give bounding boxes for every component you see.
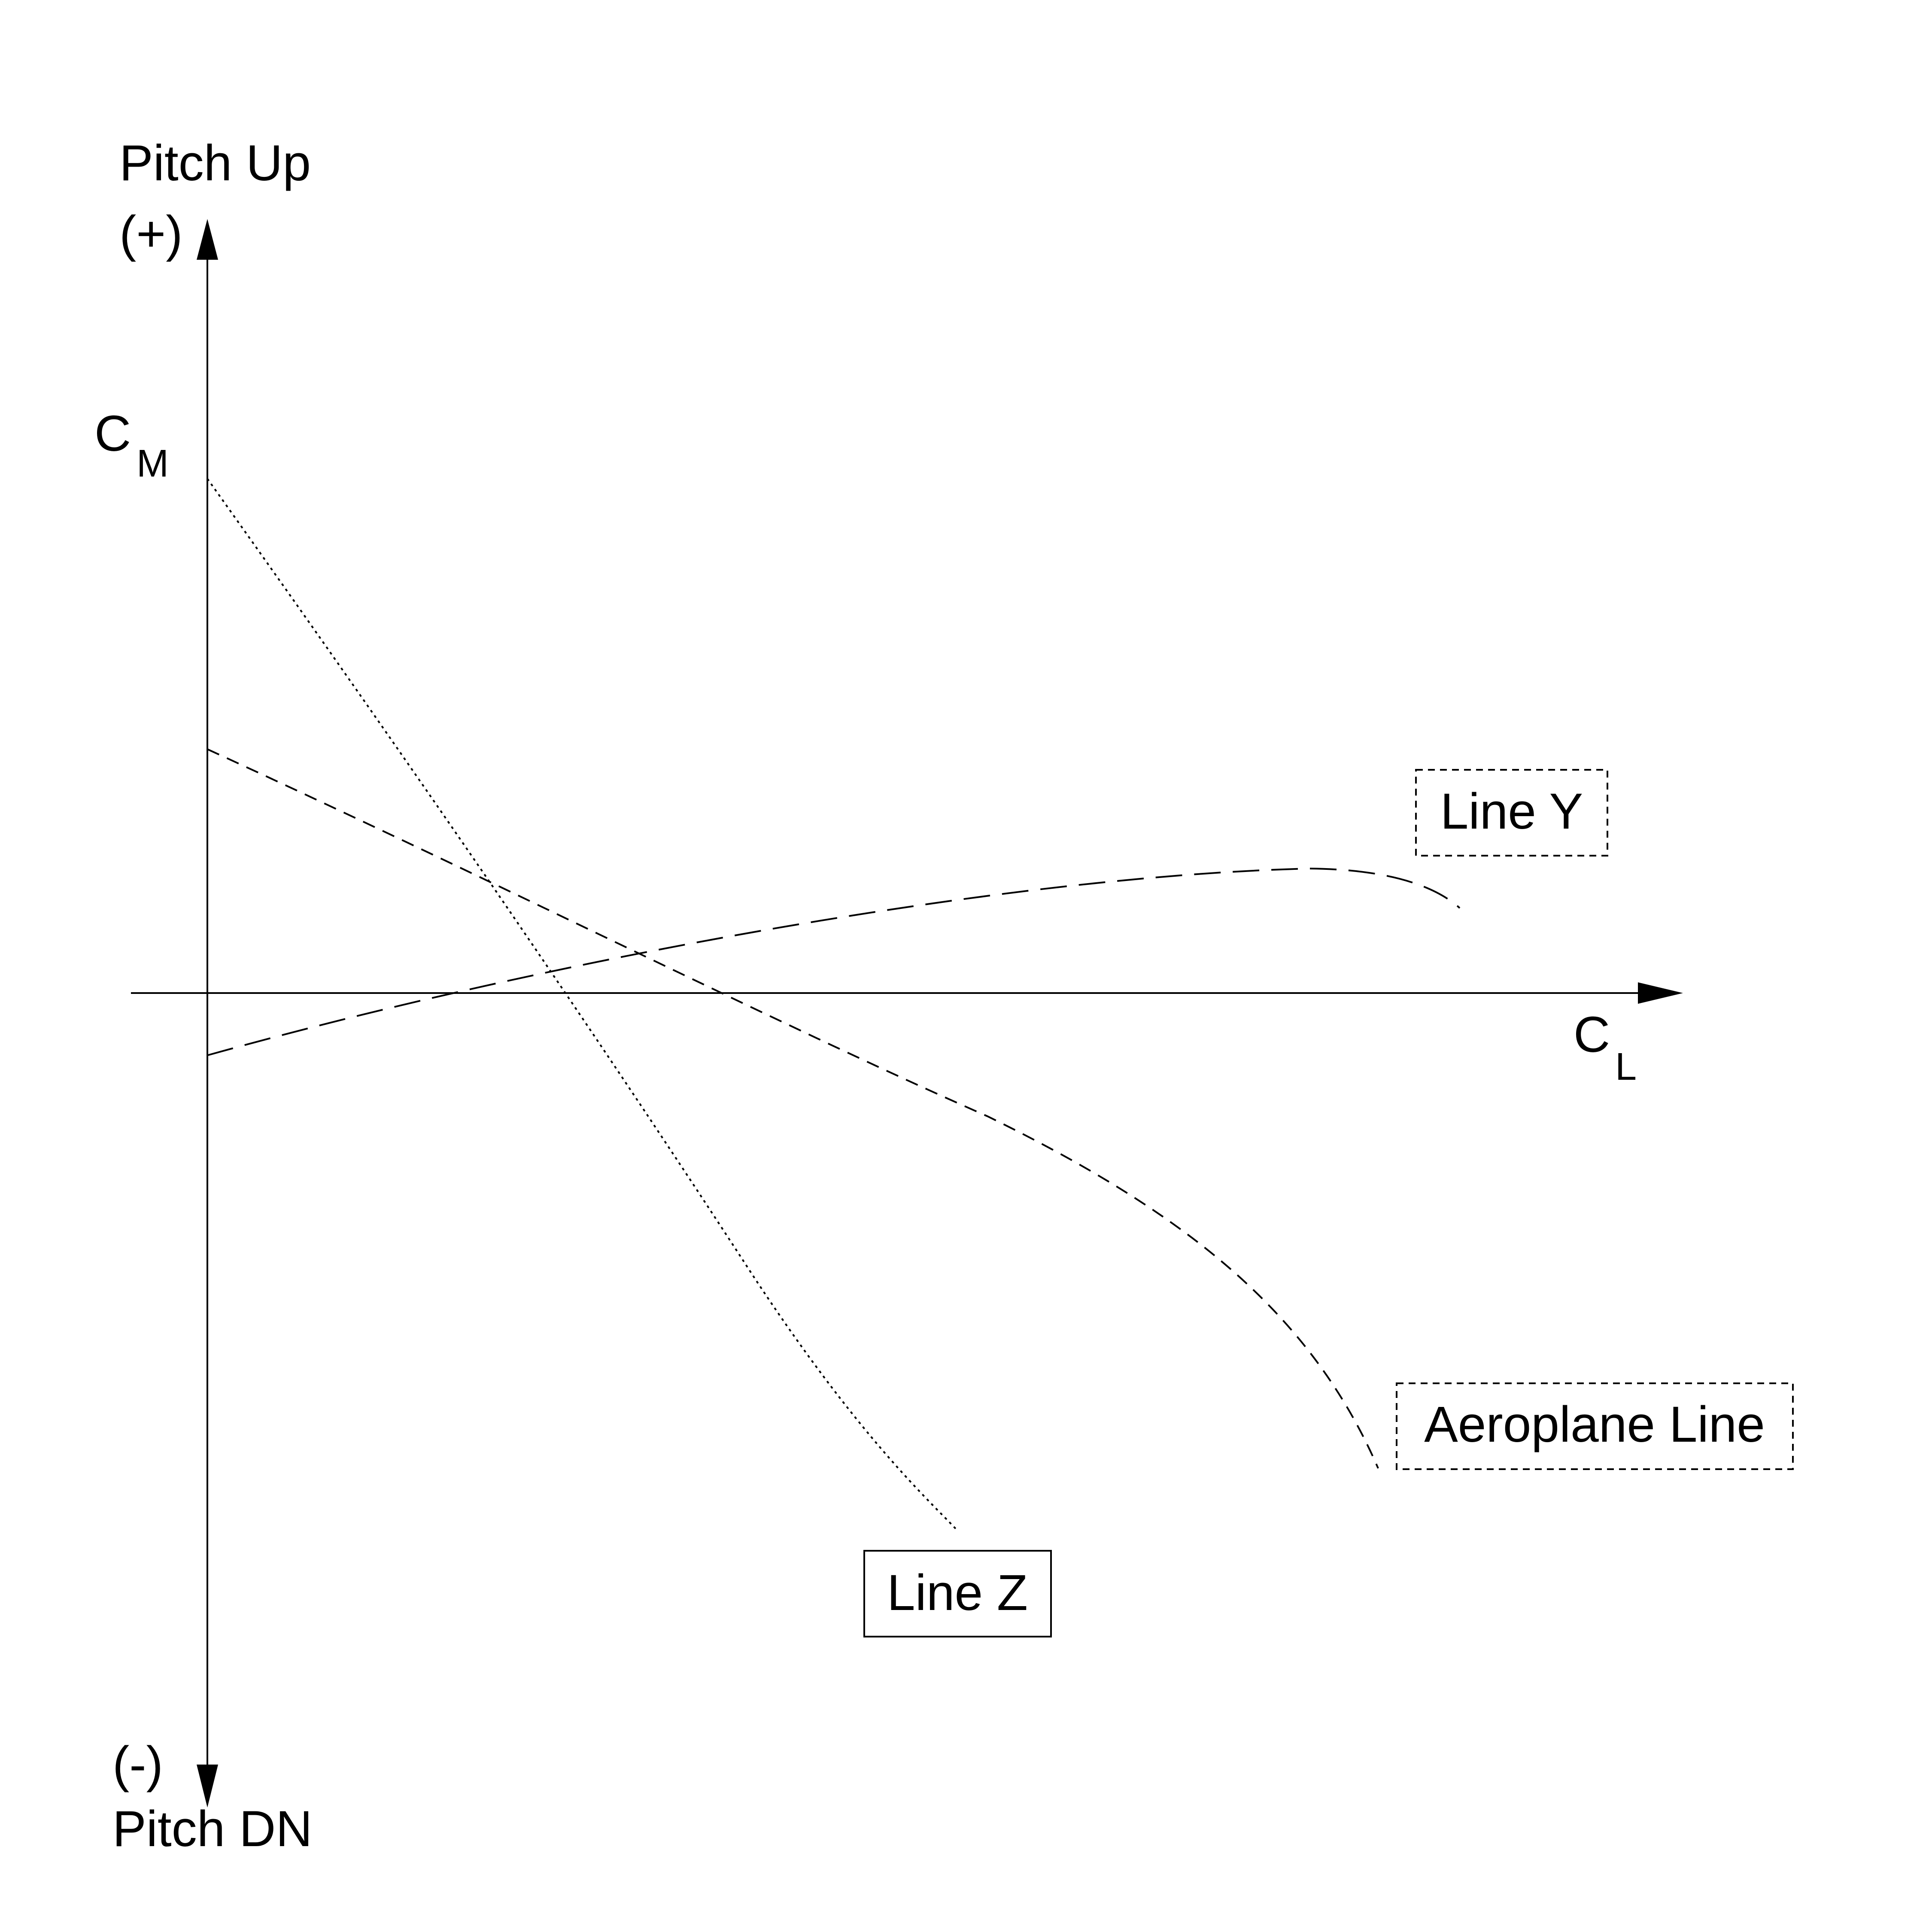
pitch-up-label: Pitch Up <box>119 135 311 191</box>
line-y-label: Line Y <box>1440 783 1583 840</box>
pitch-up-sign: (+) <box>119 206 183 262</box>
cl-symbol: C <box>1574 1006 1610 1063</box>
line-z-label: Line Z <box>887 1564 1028 1621</box>
pitch-down-label: Pitch DN <box>112 1801 313 1857</box>
line-y-curve <box>207 867 1461 1056</box>
cm-axis-down-arrowhead <box>197 1765 218 1807</box>
aeroplane-line-label: Aeroplane Line <box>1424 1396 1765 1453</box>
line-y-label-box: Line Y <box>1415 769 1608 857</box>
cm-label: C <box>94 405 131 462</box>
cl-label: C <box>1574 1006 1610 1063</box>
aeroplane-line-curve <box>207 748 1379 1469</box>
cm-symbol: C <box>94 405 131 462</box>
cm-subscript: M <box>137 442 169 485</box>
cl-subscript: L <box>1615 1045 1637 1088</box>
cm-axis-up-arrowhead <box>197 219 218 260</box>
line-z-label-box: Line Z <box>863 1550 1052 1637</box>
cl-axis-arrowhead <box>1638 982 1683 1004</box>
pitch-down-sign: (-) <box>112 1736 163 1793</box>
line-z-curve <box>207 478 958 1531</box>
aeroplane-line-label-box: Aeroplane Line <box>1396 1382 1794 1470</box>
